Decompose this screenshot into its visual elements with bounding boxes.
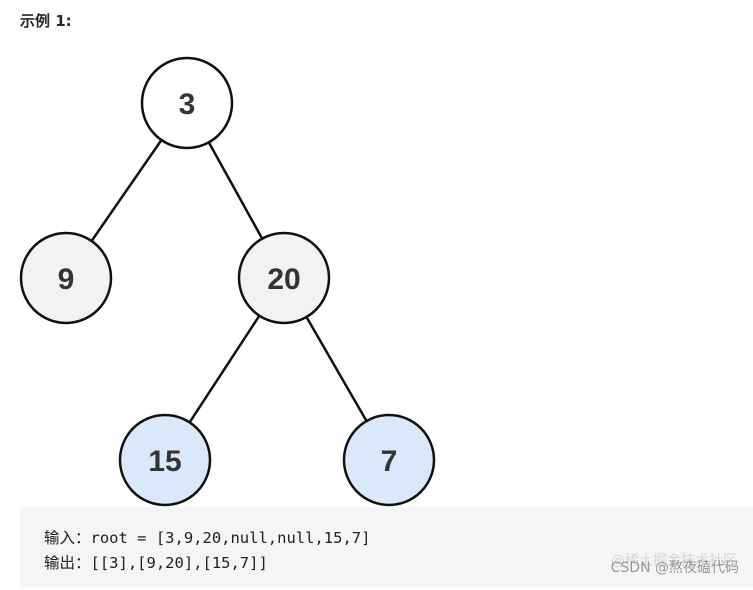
tree-node-circle [237,231,331,325]
tree-edge-n3-n9 [90,139,163,242]
tree-node-label: 20 [267,263,300,296]
tree-node-3: 3 [140,56,234,150]
tree-node-7: 7 [342,413,436,507]
input-line: 输入：root = [3,9,20,null,null,15,7] [44,529,371,547]
tree-node-circle [118,413,212,507]
tree-node-label: 15 [148,445,181,478]
example-heading: 示例 1: [20,12,72,30]
csdn-watermark: CSDN @熬夜磕代码 [610,560,739,576]
tree-node-label: 9 [58,263,75,296]
tree-edge-n20-n7 [305,316,368,422]
tree-node-label: 7 [381,445,398,478]
tree-edges [90,139,368,424]
ghost-watermark: @稀土掘金技术社区 [611,553,737,569]
binary-tree-diagram: 3 9 20 15 7 [19,56,436,507]
tree-node-circle [140,56,234,150]
tree-node-20: 20 [237,231,331,325]
tree-edge-n3-n20 [207,141,264,240]
tree-node-circle [342,413,436,507]
example-code-block: 输入：root = [3,9,20,null,null,15,7] 输出：[[3… [20,507,753,587]
output-line: 输出：[[3],[9,20],[15,7]] [44,554,268,572]
tree-node-label: 3 [179,88,196,121]
tree-node-circle [19,231,113,325]
tree-nodes: 3 9 20 15 7 [19,56,436,507]
tree-edge-n20-n15 [188,314,261,424]
tree-node-15: 15 [118,413,212,507]
tree-node-9: 9 [19,231,113,325]
